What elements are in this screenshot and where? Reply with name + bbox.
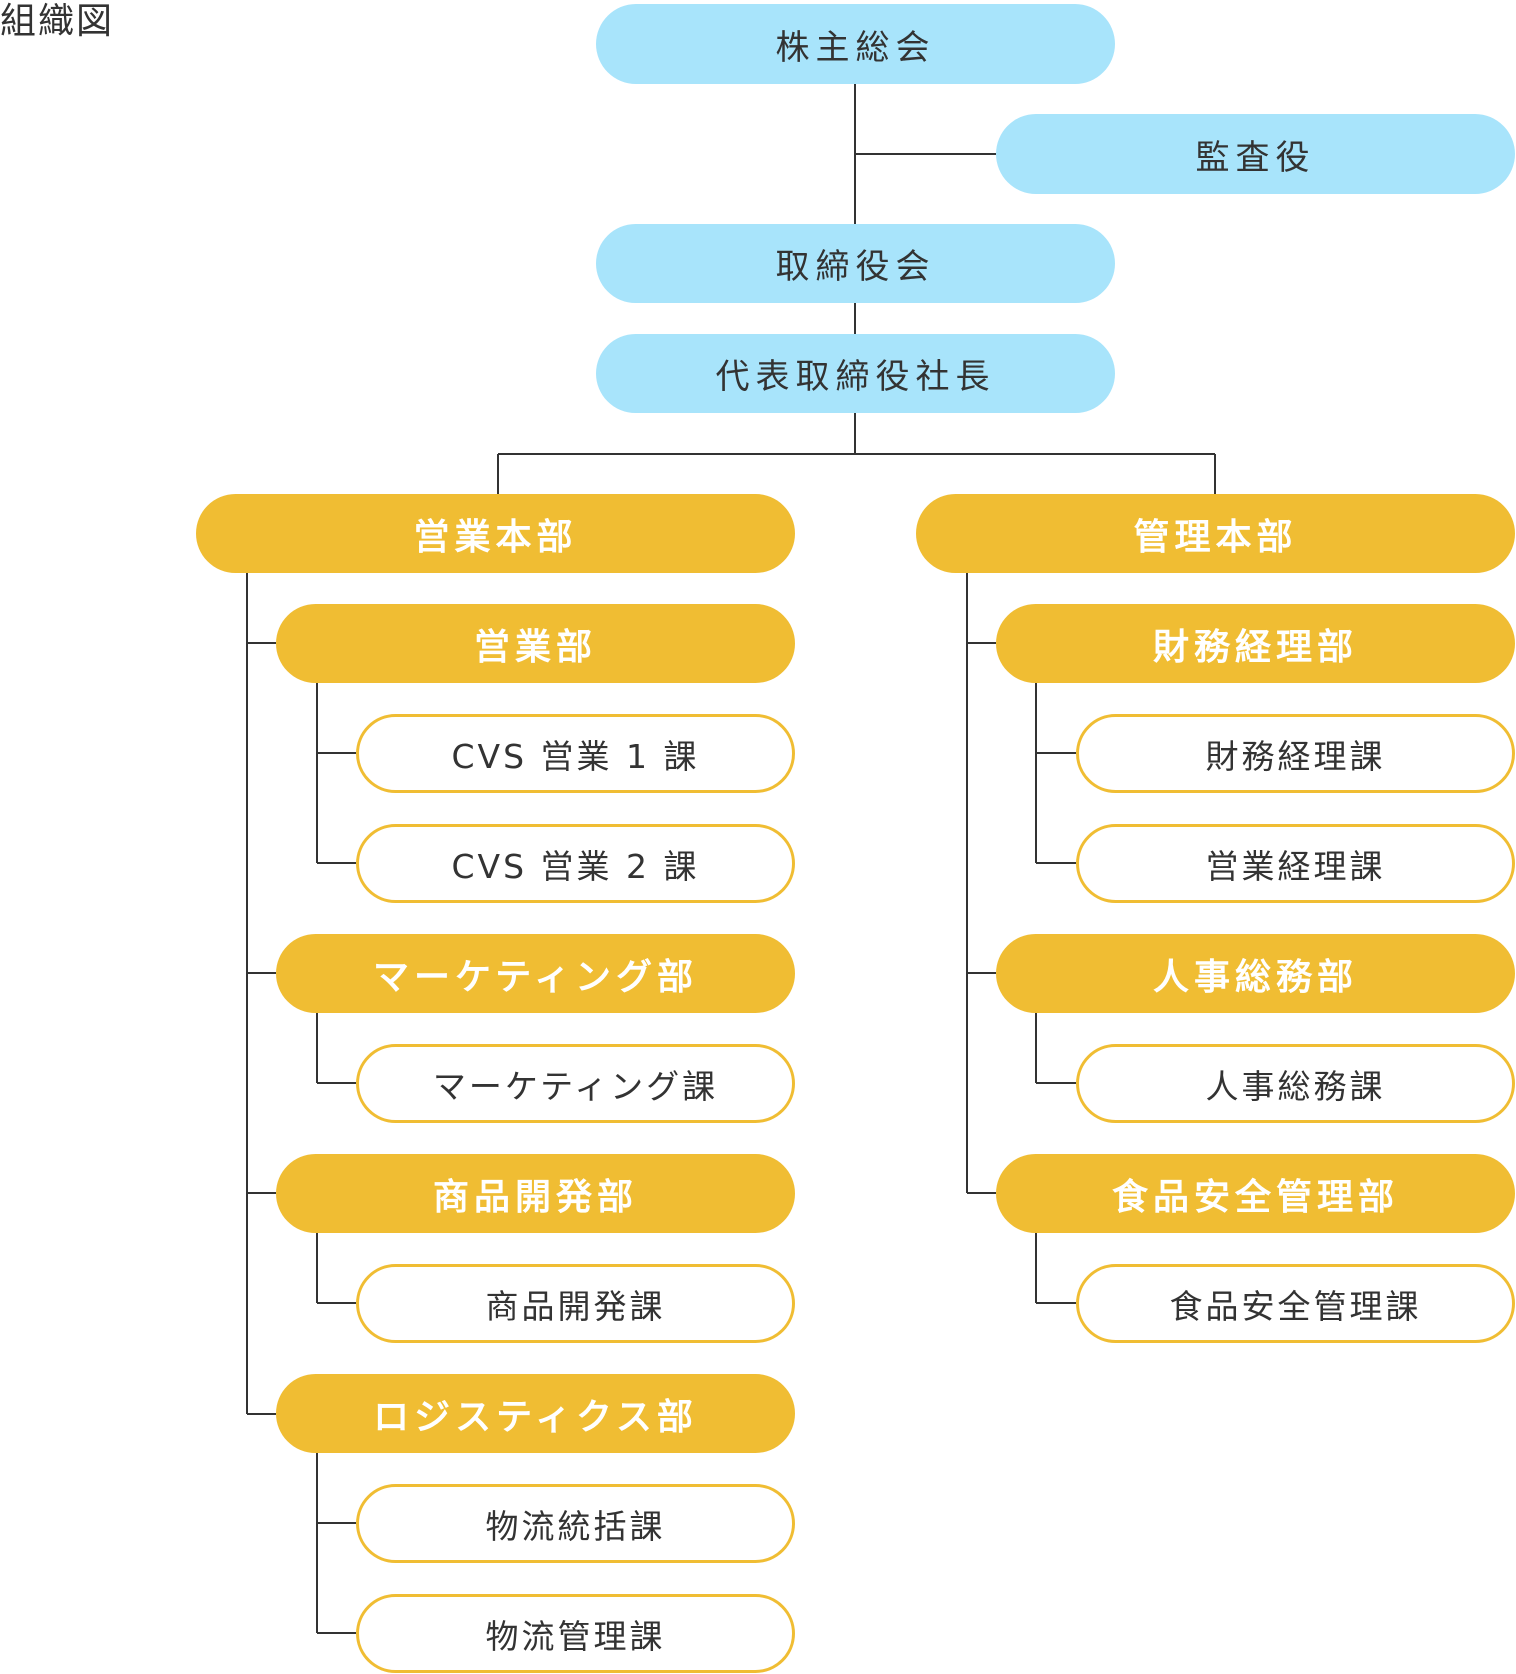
sales-department-box: 営業部 — [276, 604, 795, 683]
logistics-department-box: ロジスティクス部 — [276, 1374, 795, 1453]
administration-headquarters-box: 管理本部 — [916, 494, 1515, 573]
product-development-department-box: 商品開発部 — [276, 1154, 795, 1233]
logistics-control-section-box: 物流統括課 — [356, 1484, 795, 1563]
logistics-management-section-box: 物流管理課 — [356, 1594, 795, 1673]
sales-headquarters-box: 営業本部 — [196, 494, 795, 573]
marketing-section-box: マーケティング課 — [356, 1044, 795, 1123]
sales-accounting-section-box: 営業経理課 — [1076, 824, 1515, 903]
auditor-box: 監査役 — [996, 114, 1515, 194]
finance-accounting-section-box: 財務経理課 — [1076, 714, 1515, 793]
product-development-section-box: 商品開発課 — [356, 1264, 795, 1343]
hr-general-affairs-department-box: 人事総務部 — [996, 934, 1515, 1013]
marketing-department-box: マーケティング部 — [276, 934, 795, 1013]
shareholders-meeting-box: 株主総会 — [596, 4, 1115, 84]
finance-accounting-department-box: 財務経理部 — [996, 604, 1515, 683]
chart-title: 組織図 — [0, 1, 115, 42]
food-safety-management-section-box: 食品安全管理課 — [1076, 1264, 1515, 1343]
hr-general-affairs-section-box: 人事総務課 — [1076, 1044, 1515, 1123]
president-box: 代表取締役社長 — [596, 334, 1115, 413]
board-of-directors-box: 取締役会 — [596, 224, 1115, 303]
food-safety-management-department-box: 食品安全管理部 — [996, 1154, 1515, 1233]
cvs-sales-section-1-box: CVS 営業 1 課 — [356, 714, 795, 793]
cvs-sales-section-2-box: CVS 営業 2 課 — [356, 824, 795, 903]
